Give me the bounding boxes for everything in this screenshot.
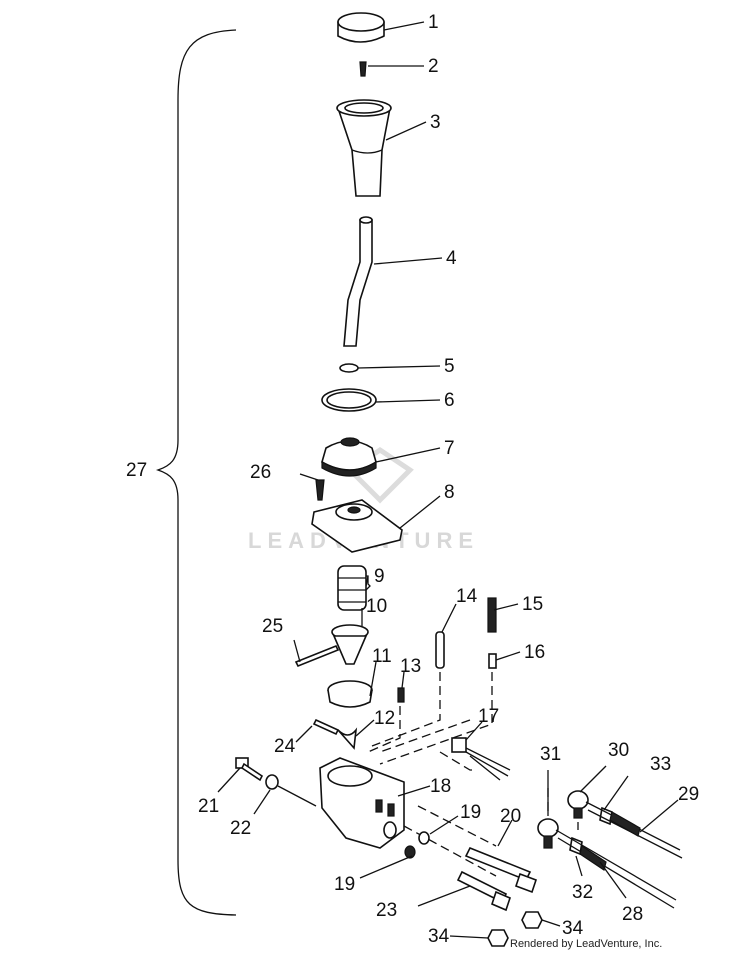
part-3-handle-grip [336, 99, 392, 197]
part-15-stud [487, 597, 497, 633]
callout-4: 4 [446, 248, 457, 269]
part-14-rod [435, 631, 445, 669]
callout-22: 22 [230, 818, 251, 839]
callout-9: 9 [374, 566, 385, 587]
part-8-housing-plate [311, 499, 403, 553]
part-24-pin [312, 718, 340, 736]
part-22-washer [265, 774, 279, 790]
part-34-nut-right [521, 911, 543, 929]
callout-20: 20 [500, 806, 521, 827]
callout-16: 16 [524, 642, 545, 663]
callout-1: 1 [428, 12, 439, 33]
part-22-leader-path [277, 785, 317, 807]
part-29-cable [585, 801, 683, 859]
callout-27: 27 [126, 460, 147, 481]
callout-25: 25 [262, 616, 283, 637]
callout-29: 29 [678, 784, 699, 805]
callout-15: 15 [522, 594, 543, 615]
callout-34-right: 34 [562, 918, 584, 939]
callout-3: 3 [430, 112, 441, 133]
part-28-cable [555, 829, 677, 909]
callout-19-upper: 19 [460, 802, 481, 823]
callout-12: 12 [374, 708, 395, 729]
callout-33: 33 [650, 754, 671, 775]
part-4-shift-lever [343, 216, 373, 347]
part-9-spring [337, 565, 367, 611]
credit-text: Rendered by LeadVenture, Inc. [510, 938, 663, 950]
callout-labels: 1 2 3 4 5 6 7 8 9 10 11 12 13 14 15 16 1… [126, 12, 699, 947]
part-12-clip [337, 727, 358, 750]
callout-7: 7 [444, 438, 455, 459]
callout-18: 18 [430, 776, 451, 797]
callout-30: 30 [608, 740, 629, 761]
part-19-washer-upper [418, 831, 430, 845]
callout-21: 21 [198, 796, 219, 817]
part-21-bolt [235, 757, 264, 782]
callout-28: 28 [622, 904, 643, 925]
part-17-switch [451, 737, 511, 781]
callout-26: 26 [250, 462, 271, 483]
callout-6: 6 [444, 390, 455, 411]
callout-14: 14 [456, 586, 478, 607]
callout-17: 17 [478, 706, 499, 727]
part-7-boot [321, 437, 377, 477]
part-34-nut-left [487, 929, 509, 947]
part-11-collar [327, 680, 373, 708]
part-16-pin [488, 653, 497, 669]
callout-32: 32 [572, 882, 593, 903]
part-6-ring [321, 388, 377, 412]
callout-23: 23 [376, 900, 397, 921]
part-5-washer [339, 363, 359, 373]
part-19-washer-lower [404, 845, 416, 859]
part-13-pin [397, 687, 405, 703]
part-23-shift-rod [456, 870, 511, 912]
callout-8: 8 [444, 482, 455, 503]
part-1-knob-cap [337, 12, 385, 43]
part-30-ball-joint [567, 790, 589, 819]
part-25-pin [294, 644, 340, 668]
part-26-bolt [315, 479, 325, 501]
callout-13: 13 [400, 656, 421, 677]
callout-24: 24 [274, 736, 296, 757]
part-18-housing [319, 757, 405, 849]
callout-19-lower: 19 [334, 874, 355, 895]
part-31-ball-joint [537, 818, 559, 849]
callout-5: 5 [444, 356, 455, 377]
callout-10: 10 [366, 596, 387, 617]
callout-11: 11 [372, 646, 392, 667]
part-20-shift-rod [464, 846, 538, 894]
part-10-pivot [331, 624, 369, 665]
callout-31: 31 [540, 744, 561, 765]
callout-34-left: 34 [428, 926, 450, 947]
callout-2: 2 [428, 56, 439, 77]
leader-lines [217, 21, 679, 939]
assembly-bracket [155, 29, 237, 916]
part-2-screw [359, 61, 367, 77]
